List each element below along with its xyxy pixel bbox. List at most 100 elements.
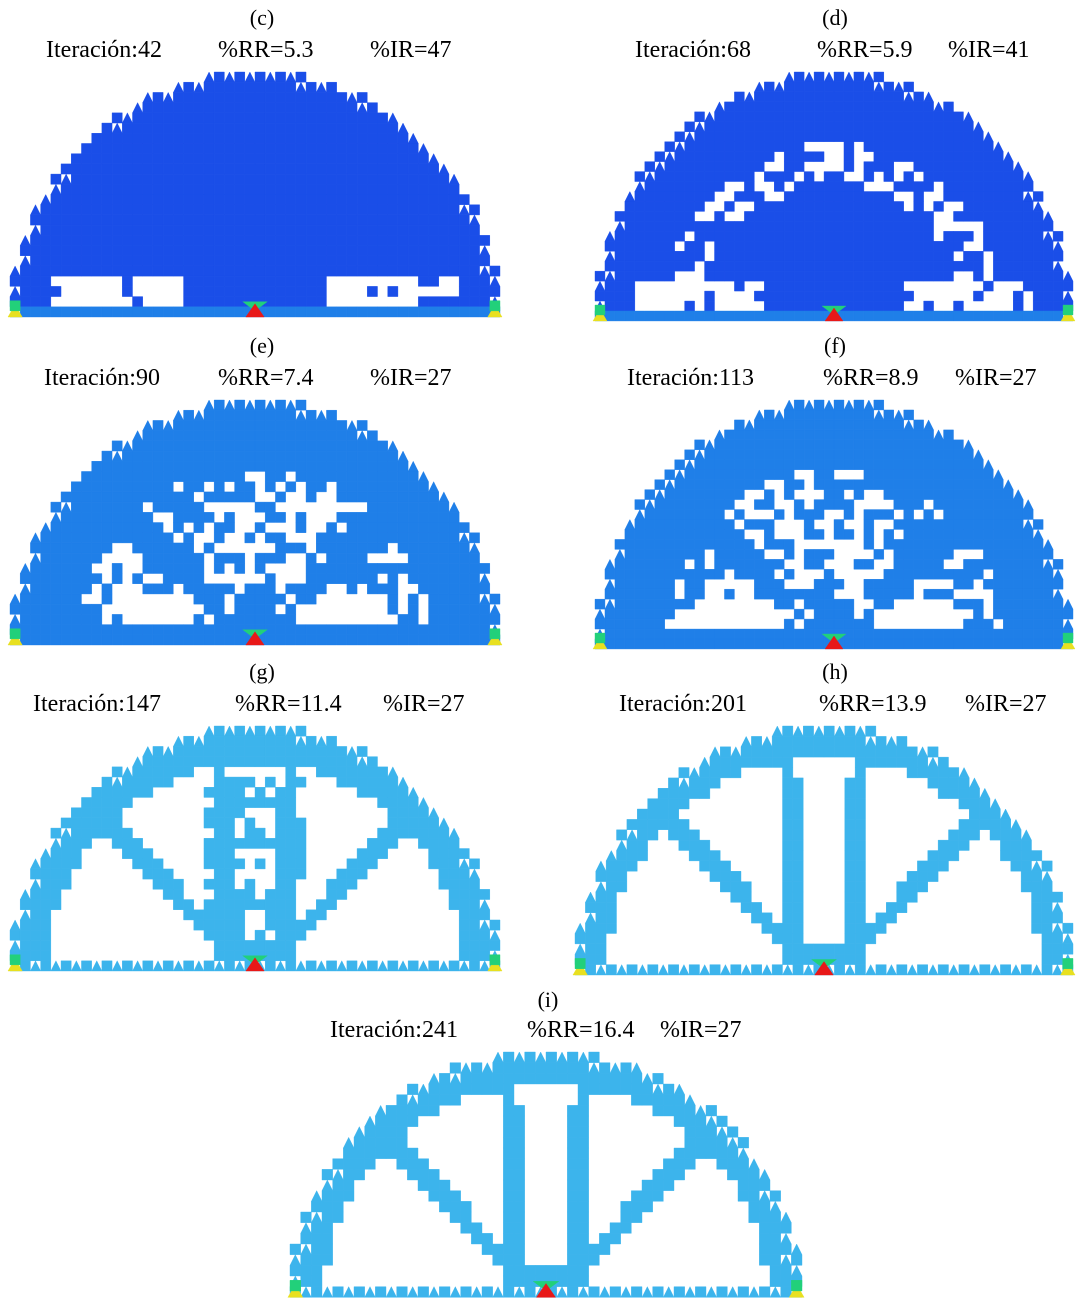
- mesh-element: [397, 501, 409, 513]
- mesh-element: [734, 439, 745, 450]
- mesh-element: [40, 909, 52, 921]
- mesh-element: [863, 310, 875, 322]
- mesh-element: [953, 499, 964, 510]
- mesh-element: [193, 122, 205, 134]
- mesh-element: [803, 290, 815, 302]
- mesh-element: [265, 102, 276, 114]
- mesh-element: [730, 881, 742, 893]
- mesh-element: [203, 194, 215, 205]
- mesh-element: [353, 1137, 365, 1149]
- mesh-element: [375, 1104, 387, 1117]
- mesh-element: [224, 746, 235, 757]
- mesh-element: [213, 255, 225, 267]
- mesh-element: [234, 112, 245, 124]
- mesh-element: [937, 860, 949, 872]
- mesh-element: [448, 224, 460, 236]
- mesh-element: [813, 725, 825, 737]
- mesh-element: [418, 481, 429, 493]
- mesh-element: [993, 608, 1004, 620]
- mesh-element: [854, 819, 866, 830]
- mesh-element: [863, 71, 875, 83]
- mesh-element: [616, 964, 628, 976]
- mesh-element: [316, 440, 327, 452]
- mesh-element: [254, 461, 266, 472]
- mesh-element: [599, 1243, 611, 1255]
- mesh-element: [873, 91, 884, 103]
- mesh-element: [764, 171, 775, 182]
- mesh-element: [397, 776, 409, 788]
- mesh-element: [1032, 290, 1044, 302]
- mesh-element: [714, 529, 725, 540]
- mesh-element: [664, 251, 675, 262]
- mesh-element: [224, 899, 235, 910]
- mesh-element: [1032, 261, 1044, 272]
- mesh-element: [734, 569, 745, 580]
- mesh-element: [1020, 964, 1032, 976]
- mesh-element: [724, 201, 735, 212]
- mesh-element: [885, 735, 897, 747]
- mesh-element: [387, 235, 399, 246]
- mesh-element: [873, 469, 884, 480]
- mesh-element: [285, 614, 297, 625]
- mesh-element: [973, 638, 984, 650]
- mesh-element: [771, 736, 783, 747]
- mesh-element: [730, 767, 742, 779]
- mesh-element: [71, 542, 82, 554]
- mesh-element: [142, 512, 154, 523]
- mesh-element: [101, 184, 113, 195]
- mesh-element: [624, 261, 636, 272]
- mesh-element: [684, 191, 695, 202]
- mesh-element: [993, 569, 1004, 580]
- mesh-element: [614, 559, 626, 570]
- mesh-element: [1052, 912, 1063, 924]
- mesh-element: [1032, 221, 1044, 232]
- mesh-element: [823, 569, 835, 580]
- mesh-element: [295, 450, 307, 462]
- mesh-element: [377, 235, 388, 246]
- ir-text: %IR=27: [955, 365, 1037, 391]
- mesh-element: [224, 929, 235, 941]
- mesh-element: [620, 1211, 632, 1223]
- mesh-element: [173, 255, 184, 267]
- mesh-element: [734, 221, 745, 232]
- mesh-element: [1003, 569, 1014, 580]
- mesh-element: [152, 440, 164, 452]
- mesh-element: [734, 509, 745, 520]
- mesh-element: [428, 552, 439, 564]
- mesh-element: [183, 204, 194, 216]
- mesh-element: [346, 419, 358, 431]
- mesh-element: [377, 481, 388, 493]
- mesh-element: [923, 251, 934, 262]
- mesh-element: [705, 1126, 717, 1138]
- mesh-element: [1003, 519, 1014, 530]
- mesh-element: [903, 429, 914, 441]
- mesh-element: [132, 255, 143, 267]
- mesh-element: [407, 614, 419, 625]
- mesh-element: [332, 1286, 344, 1298]
- mesh-element: [71, 235, 82, 246]
- mesh-element: [387, 122, 399, 134]
- mesh-element: [792, 808, 804, 820]
- mesh-element: [833, 251, 845, 262]
- mesh-element: [367, 522, 378, 533]
- mesh-element: [503, 1222, 515, 1234]
- mesh-element: [684, 499, 695, 510]
- mesh-element: [724, 549, 735, 560]
- mesh-element: [469, 532, 480, 544]
- mesh-element: [377, 204, 388, 216]
- mesh-element: [244, 838, 256, 849]
- mesh-element: [203, 420, 215, 431]
- mesh-element: [771, 746, 783, 758]
- mesh-element: [234, 163, 245, 175]
- mesh-element: [792, 725, 804, 737]
- mesh-element: [663, 1105, 675, 1117]
- mesh-element: [684, 141, 695, 152]
- mesh-element: [1002, 479, 1014, 490]
- mesh-element: [813, 251, 825, 262]
- mesh-element: [300, 1275, 312, 1287]
- mesh-element: [275, 275, 286, 287]
- mesh-element: [173, 122, 184, 134]
- mesh-element: [1052, 280, 1064, 292]
- mesh-element: [305, 224, 317, 236]
- mesh-element: [265, 889, 276, 900]
